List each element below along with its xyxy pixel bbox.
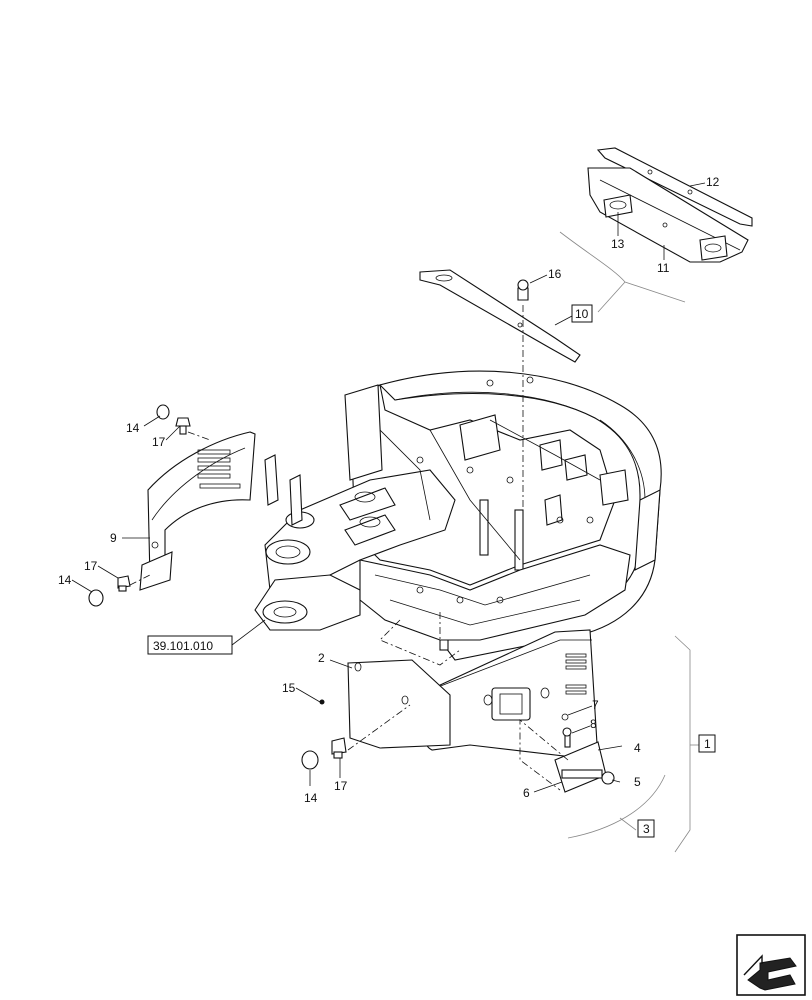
callout-10: 10 <box>575 307 589 321</box>
callout-7: 7 <box>592 698 599 712</box>
callout-1: 1 <box>704 737 711 751</box>
upper-frame <box>254 370 662 661</box>
boxed-callouts: 10 1 3 39.101.010 <box>147 304 716 838</box>
callout-9: 9 <box>110 531 117 545</box>
group-brackets <box>559 231 700 853</box>
callout-13: 13 <box>611 237 625 251</box>
callout-4: 4 <box>634 741 641 755</box>
callout-3: 3 <box>643 822 650 836</box>
callout-14-bottom: 14 <box>304 791 318 805</box>
callout-5: 5 <box>634 775 641 789</box>
callout-15: 15 <box>282 681 296 695</box>
fasteners <box>88 404 347 770</box>
arrow-icon[interactable] <box>736 934 806 996</box>
parts-11-13 <box>587 147 753 263</box>
callout-11: 11 <box>657 261 670 275</box>
callout-14-top: 14 <box>126 421 140 435</box>
callout-2: 2 <box>318 651 325 665</box>
callout-6: 6 <box>523 786 530 800</box>
callout-17-bottom: 17 <box>334 779 348 793</box>
counterweight <box>424 629 599 761</box>
part-9-side-cover <box>139 431 256 591</box>
callout-8: 8 <box>590 717 597 731</box>
assembly-lines <box>129 305 569 791</box>
callout-16: 16 <box>548 267 562 281</box>
reference-label: 39.101.010 <box>153 639 213 653</box>
part-2-plate <box>347 659 451 749</box>
leader-lines <box>71 182 706 793</box>
callout-14-left: 14 <box>58 573 72 587</box>
part-4-plate <box>554 713 615 793</box>
callout-17-top: 17 <box>152 435 166 449</box>
callout-17-left: 17 <box>84 559 98 573</box>
callout-12: 12 <box>706 175 720 189</box>
part-10-bar <box>419 269 581 363</box>
callouts: 12 13 11 16 14 17 9 17 14 2 15 14 17 7 8… <box>58 175 720 805</box>
